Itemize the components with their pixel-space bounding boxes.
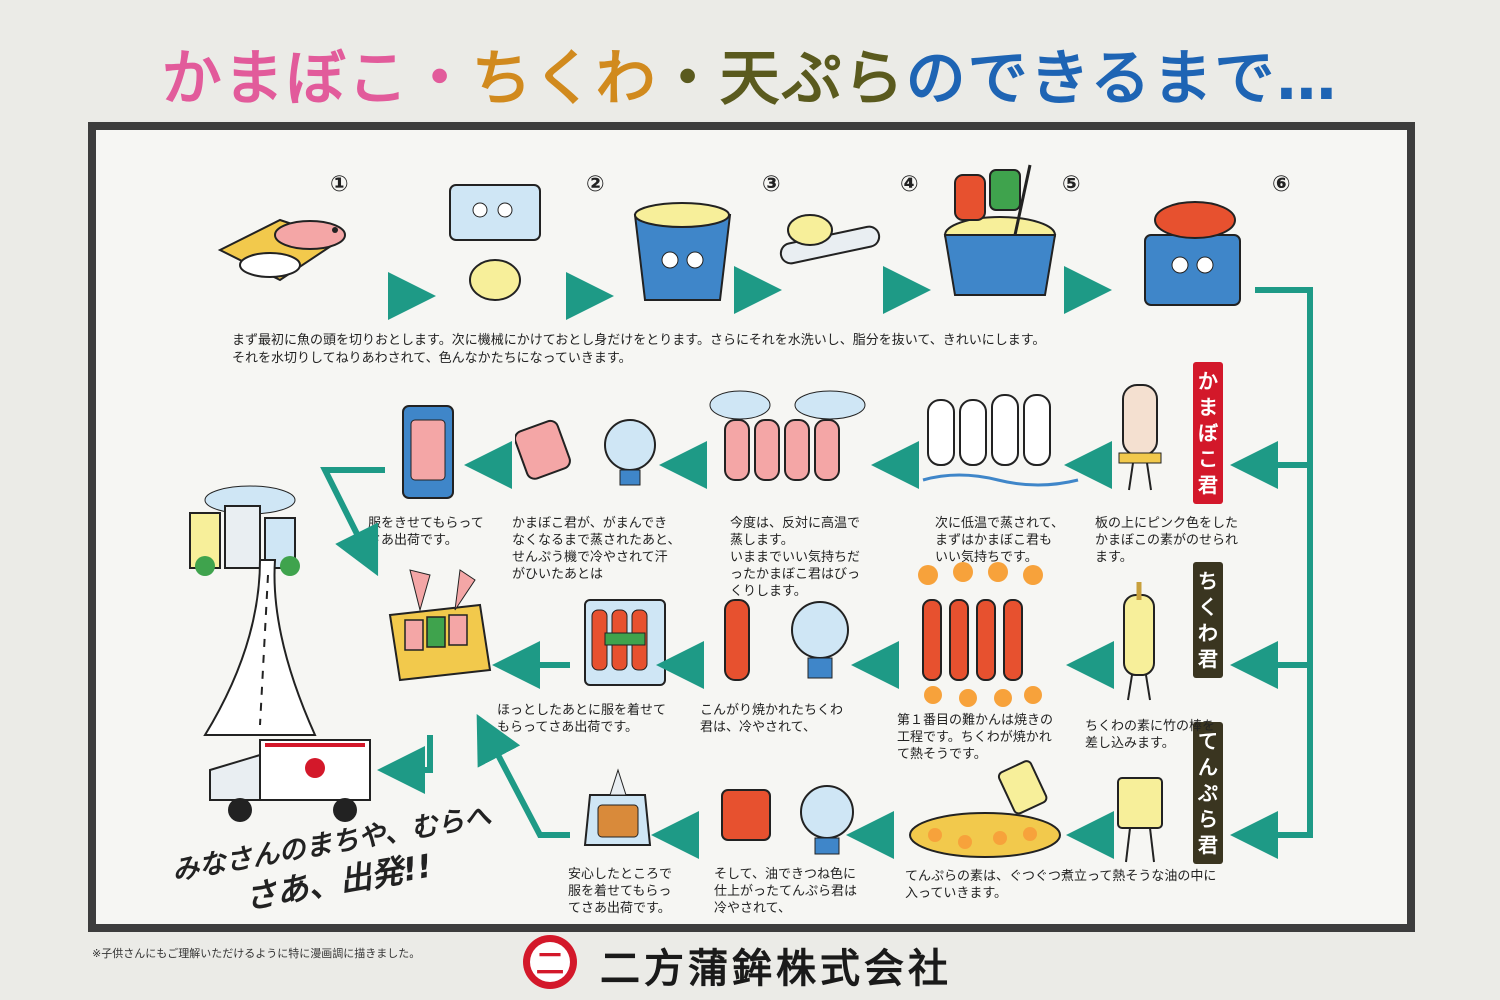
illustration-chikuwa-stick bbox=[1123, 582, 1155, 701]
illustration-road bbox=[203, 559, 317, 736]
tempura-caption-shipping: 安心したところで 服を着せてもらっ てさあ出荷です。 bbox=[568, 867, 673, 916]
kamaboko-caption-fan-cooling: かまぼこ君が、がまんでき なくなるまで蒸されたあと、 せんぷう機で冷やされて汗 … bbox=[512, 516, 681, 582]
title-part-dot1: ・ bbox=[409, 44, 472, 114]
company-name: 二方蒲鉾株式会社 bbox=[600, 946, 952, 992]
illustration-kamaboko-packaged bbox=[402, 405, 454, 499]
title-part-dot2: ・ bbox=[657, 44, 720, 114]
illustration-town-buildings bbox=[189, 485, 300, 576]
tempura-caption-cooling: そして、油できつね色に 仕上がったてんぷら君は 冷やされて、 bbox=[714, 867, 858, 916]
illustration-kamaboko-on-board bbox=[1118, 384, 1162, 491]
company-logo: 二 bbox=[523, 935, 577, 989]
illustration-deboning-machine bbox=[449, 184, 541, 301]
illustration-dewatering-roller bbox=[779, 214, 881, 265]
chikuwa-caption-stick: ちくわの素に竹の棒を 差し込みます。 bbox=[1085, 719, 1216, 751]
kamaboko-caption-low-temp: 次に低温で蒸されて、 まずはかまぼこ君も いい気持ちです。 bbox=[935, 516, 1064, 565]
illustration-washing-tank bbox=[633, 202, 732, 301]
title-part-tempura: 天ぷら bbox=[719, 44, 906, 114]
arrow-box-to-truck bbox=[377, 735, 433, 794]
arrow-right-bracket bbox=[1230, 287, 1313, 859]
tag-kamaboko-kun: かまぼこ君 bbox=[1193, 362, 1223, 504]
illustration-kamaboko-fan-cooling bbox=[515, 419, 656, 486]
kamaboko-caption-high-temp: 今度は、反対に高温で 蒸します。 いままでいい気持ちだ ったかまぼこ君はびっ く… bbox=[730, 516, 861, 599]
illustration-chikuwa-grilling bbox=[918, 562, 1043, 707]
page-title: かまぼこ・ちくわ・天ぷらのできるまで… bbox=[0, 30, 1500, 120]
step-number-5: ⑤ bbox=[1062, 172, 1081, 197]
footnote: ※子供さんにもご理解いただけるように特に漫画調に描きました。 bbox=[92, 947, 421, 960]
chikuwa-caption-grilling: 第１番目の難かんは焼きの 工程です。ちくわが焼かれ て熱そうです。 bbox=[897, 713, 1054, 762]
illustration-tempura-dough bbox=[1117, 777, 1163, 863]
tempura-caption-frying: てんぷらの素は、ぐつぐつ煮立って熱そうな油の中に 入っていきます。 bbox=[905, 869, 1217, 901]
company-logo-char: 二 bbox=[536, 947, 564, 980]
step-number-1: ① bbox=[330, 172, 349, 197]
intro-caption-line1: まず最初に魚の頭を切りおとします。次に機械にかけておとし身だけをとります。さらに… bbox=[232, 333, 1046, 348]
illustration-tempura-frying bbox=[909, 760, 1061, 858]
illustration-delivery-truck bbox=[209, 739, 371, 822]
kamaboko-caption-board: 板の上にピンク色をした かまぼこの素がのせられ ます。 bbox=[1095, 516, 1239, 565]
illustration-tempura-fan-cooling bbox=[721, 785, 854, 855]
intro-caption-line2: それを水切りしてねりあわされて、色んなかたちになっていきます。 bbox=[232, 351, 632, 366]
step-number-3: ③ bbox=[762, 172, 781, 197]
illustration-chikuwa-fan-cooling bbox=[724, 599, 849, 681]
arrow-tempura-to-box bbox=[476, 714, 570, 838]
arrow-kamaboko-to-box bbox=[320, 467, 385, 577]
illustration-shipping-box bbox=[388, 569, 492, 682]
step-number-2: ② bbox=[586, 172, 605, 197]
illustration-kamaboko-high-temp-steam bbox=[709, 390, 866, 481]
illustration-fish-cutting bbox=[217, 218, 346, 282]
title-part-chikuwa: ちくわ bbox=[471, 44, 658, 114]
tag-chikuwa-kun: ちくわ君 bbox=[1193, 562, 1223, 678]
title-part-dekirumade: のできるまで… bbox=[905, 44, 1339, 114]
illustration-tempura-packaged bbox=[583, 768, 652, 846]
illustration-kamaboko-low-temp-steam bbox=[922, 394, 1079, 487]
step-number-4: ④ bbox=[900, 172, 919, 197]
chikuwa-caption-cooling: こんがり焼かれたちくわ 君は、冷やされて、 bbox=[700, 703, 844, 735]
step-number-6: ⑥ bbox=[1272, 172, 1291, 197]
chikuwa-caption-shipping: ほっとしたあとに服を着せて もらってさあ出荷です。 bbox=[497, 703, 667, 735]
tag-tempura-kun: てんぷら君 bbox=[1193, 722, 1223, 864]
illustration-molding-machine bbox=[1144, 201, 1241, 306]
illustration-kneading-mixer bbox=[943, 164, 1057, 296]
illustration-chikuwa-packaged bbox=[584, 599, 666, 686]
kamaboko-caption-shipping: 服をきせてもらって さあ出荷です。 bbox=[368, 516, 484, 548]
title-part-kamaboko: かまぼこ bbox=[161, 44, 410, 114]
